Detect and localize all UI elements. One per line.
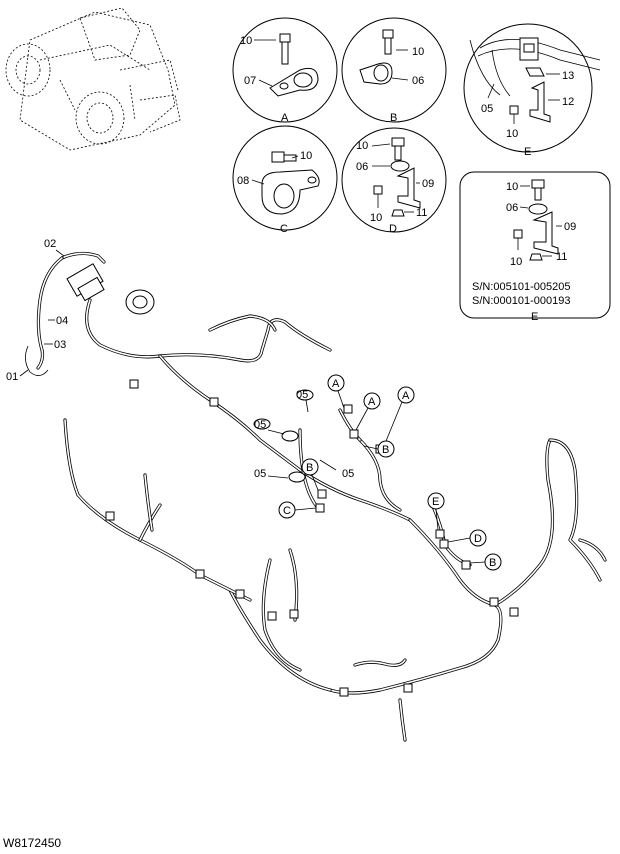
drawing-number: W8172450 <box>3 836 62 850</box>
part-label-10: 10 <box>300 150 312 162</box>
detail-caption-a: A <box>281 112 289 124</box>
part-label-11: 11 <box>556 251 567 263</box>
main-harness <box>25 251 607 742</box>
clamp-callouts: A A A B B B C <box>278 374 502 571</box>
part-label-03: 03 <box>54 339 66 351</box>
part-label-01: 01 <box>6 371 18 383</box>
callout-b: B <box>301 458 319 491</box>
part-label-10: 10 <box>412 46 424 58</box>
svg-text:B: B <box>489 557 496 569</box>
callout-e: E <box>427 492 445 531</box>
callout-d: D <box>447 529 487 547</box>
part-label-10: 10 <box>506 128 518 140</box>
callout-a: A <box>327 374 345 409</box>
detail-view-b: 10 06 B <box>341 17 447 124</box>
part-label-05: 05 <box>296 389 308 401</box>
detail-caption-d: D <box>389 223 397 235</box>
part-label-12: 12 <box>562 96 574 108</box>
part-label-10: 10 <box>370 212 382 224</box>
detail-caption-b: B <box>390 112 397 124</box>
part-label-10: 10 <box>510 256 522 268</box>
part-label-05: 05 <box>254 419 266 431</box>
svg-text:B: B <box>382 444 389 456</box>
part-label-05: 05 <box>254 468 266 480</box>
callout-c: C <box>278 501 317 519</box>
part-label-11: 11 <box>416 207 427 219</box>
callout-a: A <box>355 392 381 431</box>
part-label-09: 09 <box>564 221 576 233</box>
detail-caption-c: C <box>280 223 288 235</box>
detail-view-c: 10 08 C <box>232 125 338 235</box>
svg-text:A: A <box>332 378 340 390</box>
svg-text:A: A <box>368 396 376 408</box>
part-label-06: 06 <box>412 75 424 87</box>
detail-caption-e: E <box>524 146 531 158</box>
svg-text:D: D <box>474 533 482 545</box>
serial-number-2: S/N:000101-000193 <box>472 295 570 307</box>
detail-view-d: 10 06 09 10 11 D <box>341 127 447 235</box>
svg-text:E: E <box>432 496 439 508</box>
part-label-02: 02 <box>44 238 56 250</box>
detail-view-a: 10 07 A <box>232 17 338 124</box>
callout-b: B <box>469 553 502 571</box>
callout-a: A <box>383 386 415 447</box>
part-label-07: 07 <box>244 75 256 87</box>
part-label-05: 05 <box>481 103 493 115</box>
svg-text:B: B <box>306 462 313 474</box>
machine-overview-illustration <box>5 7 181 151</box>
detail-view-e-serial: 10 06 09 10 11 S/N:005101-005205 S/N:000… <box>459 171 611 323</box>
part-label-08: 08 <box>237 175 249 187</box>
part-label-10: 10 <box>506 181 518 193</box>
part-label-10: 10 <box>356 140 368 152</box>
part-label-13: 13 <box>562 70 574 82</box>
serial-number-1: S/N:005101-005205 <box>472 281 570 293</box>
detail-view-e: 13 12 05 10 E <box>463 23 601 158</box>
part-label-05: 05 <box>342 468 354 480</box>
harness-labels: 02 04 03 01 05 05 05 05 05 <box>6 238 354 480</box>
detail-caption-e-serial: E <box>531 311 538 323</box>
part-label-04: 04 <box>56 315 68 327</box>
svg-text:C: C <box>283 505 291 517</box>
part-label-09: 09 <box>422 178 434 190</box>
part-label-10: 10 <box>240 35 252 47</box>
callout-b: B <box>363 440 395 458</box>
svg-text:A: A <box>402 390 410 402</box>
part-label-06: 06 <box>506 202 518 214</box>
part-label-06: 06 <box>356 161 368 173</box>
